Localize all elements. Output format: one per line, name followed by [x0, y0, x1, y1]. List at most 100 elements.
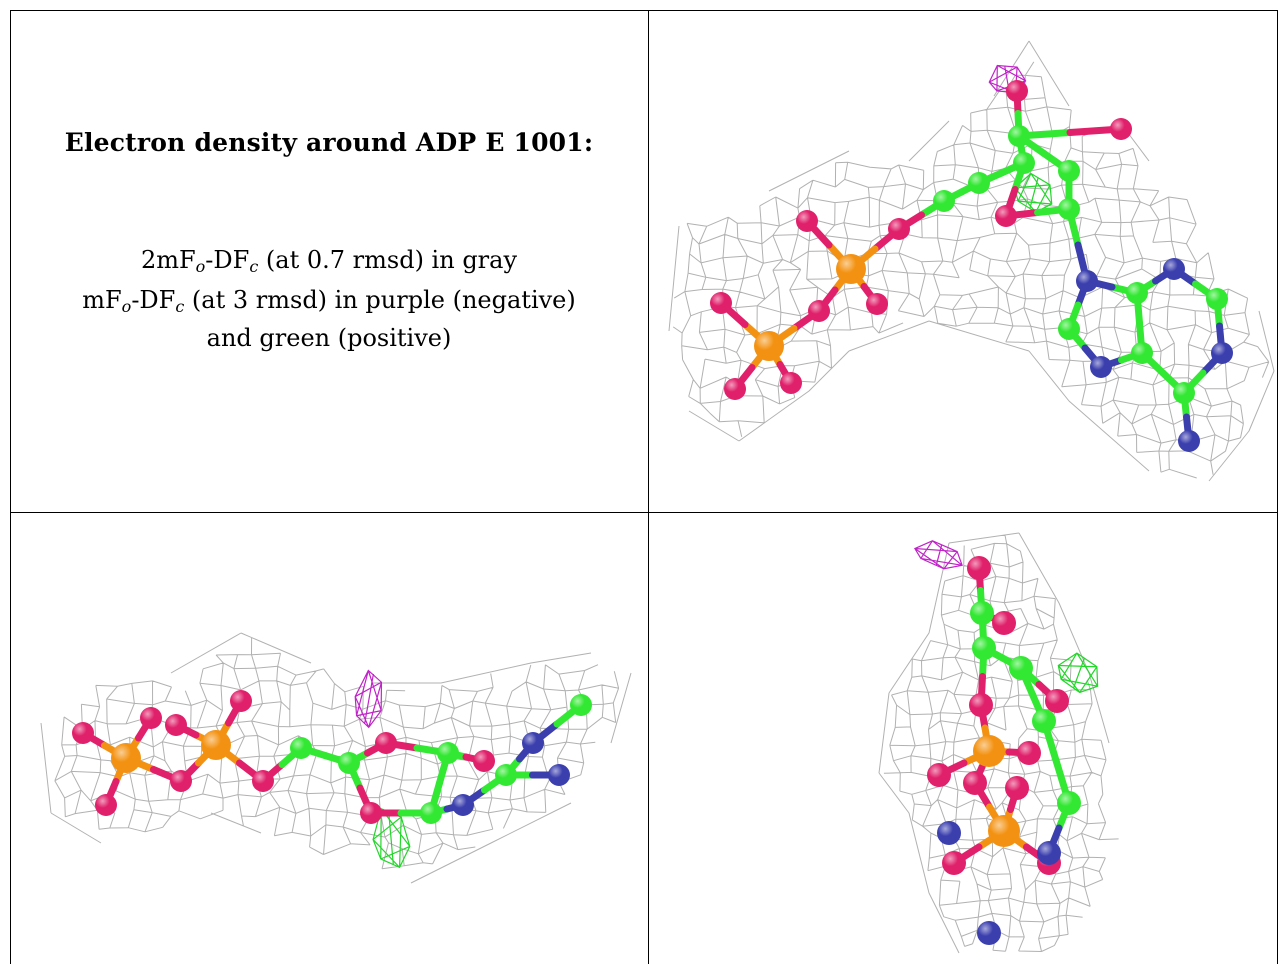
line1-suffix: (at 0.7 rmsd) in gray	[258, 246, 518, 274]
line2-sub-o: o	[121, 297, 132, 316]
negative-density-cage-lines	[354, 669, 383, 729]
oxygen-atom	[230, 690, 252, 712]
negative-density-cage	[913, 540, 963, 570]
nitrogen-atom	[452, 794, 474, 816]
oxygen-atom	[995, 205, 1017, 227]
carbon-atom	[1206, 288, 1228, 310]
oxygen-atom	[969, 693, 993, 717]
nitrogen-atom	[1163, 258, 1185, 280]
nitrogen-atom	[937, 821, 961, 845]
carbon-atom	[1009, 656, 1033, 680]
molecule-view-3-svg	[878, 532, 1119, 954]
view-bottom-right	[649, 513, 1277, 964]
oxygen-atom	[888, 218, 910, 240]
oxygen-atom	[992, 611, 1016, 635]
line1-sub-o: o	[195, 257, 206, 276]
carbon-atom	[437, 742, 459, 764]
nitrogen-atom	[1090, 356, 1112, 378]
carbon-atom	[1173, 382, 1195, 404]
left-border	[10, 10, 11, 964]
positive-density-cage	[372, 807, 411, 869]
phosphorus-atom	[754, 331, 784, 361]
oxygen-atom	[1006, 80, 1028, 102]
oxygen-atom	[942, 851, 966, 875]
caption-line-mfo: mFo-DFc (at 3 rmsd) in purple (negative)	[10, 286, 648, 316]
phosphorus-atom	[111, 743, 141, 773]
oxygen-atom	[808, 300, 830, 322]
carbon-atom	[1057, 791, 1081, 815]
negative-density-cage	[354, 669, 383, 729]
oxygen-atom	[375, 732, 397, 754]
line1-sub-c: c	[249, 257, 259, 276]
atoms	[927, 556, 1081, 945]
top-border	[10, 10, 1278, 11]
positive-density-cage	[1057, 652, 1099, 694]
carbon-atom	[1058, 318, 1080, 340]
caption-cell: Electron density around ADP E 1001: 2mFo…	[10, 10, 648, 511]
carbon-atom	[968, 172, 990, 194]
figure-frame: Electron density around ADP E 1001: 2mFo…	[10, 10, 1278, 964]
phosphorus-atom	[836, 254, 866, 284]
carbon-atom	[290, 737, 312, 759]
oxygen-atom	[72, 722, 94, 744]
oxygen-atom	[1005, 776, 1029, 800]
phosphorus-atom	[973, 735, 1005, 767]
oxygen-atom	[967, 556, 991, 580]
oxygen-atom	[866, 293, 888, 315]
nitrogen-atom	[548, 764, 570, 786]
caption-title: Electron density around ADP E 1001:	[64, 128, 594, 157]
line2-prefix: mF	[82, 286, 122, 314]
carbon-atom	[1032, 709, 1056, 733]
oxygen-atom	[927, 763, 951, 787]
nitrogen-atom	[522, 732, 544, 754]
oxygen-atom	[780, 372, 802, 394]
negative-density-cage-lines	[913, 540, 963, 570]
molecule-view-1-svg	[668, 40, 1275, 482]
carbon-atom	[1013, 152, 1035, 174]
positive-density-cage-lines	[1014, 172, 1053, 213]
carbon-atom	[495, 764, 517, 786]
molecule-view-2-svg	[40, 632, 632, 884]
oxygen-atom	[1110, 118, 1132, 140]
caption-line-green: and green (positive)	[206, 324, 452, 352]
phosphorus-atom	[201, 730, 231, 760]
oxygen-atom	[710, 292, 732, 314]
oxygen-atom	[165, 714, 187, 736]
nitrogen-atom	[1076, 270, 1098, 292]
oxygen-atom	[1017, 741, 1041, 765]
nitrogen-atom	[1037, 841, 1061, 865]
center-divider	[648, 10, 649, 964]
carbon-atom	[570, 694, 592, 716]
carbon-atom	[1058, 198, 1080, 220]
line2-suffix: (at 3 rmsd) in purple (negative)	[184, 286, 576, 314]
line2-mid: -DF	[131, 286, 176, 314]
positive-density-cage	[1014, 172, 1053, 213]
nitrogen-atom	[1211, 342, 1233, 364]
line1-mid: -DF	[205, 246, 250, 274]
carbon-atom	[1131, 342, 1153, 364]
carbon-atom	[972, 636, 996, 660]
nitrogen-atom	[977, 921, 1001, 945]
oxygen-atom	[95, 794, 117, 816]
phosphorus-atom	[988, 815, 1020, 847]
line1-prefix: 2mF	[140, 246, 196, 274]
carbon-atom	[1058, 160, 1080, 182]
oxygen-atom	[360, 802, 382, 824]
oxygen-atom	[963, 771, 987, 795]
view-top-right	[649, 11, 1277, 512]
oxygen-atom	[473, 750, 495, 772]
atoms	[710, 80, 1233, 452]
carbon-atom	[1126, 282, 1148, 304]
oxygen-atom	[140, 707, 162, 729]
positive-density-cage-lines	[1057, 652, 1099, 694]
oxygen-atom	[252, 770, 274, 792]
carbon-atom	[420, 802, 442, 824]
oxygen-atom	[1045, 689, 1069, 713]
positive-density-cage-lines	[372, 807, 411, 869]
carbon-atom	[970, 601, 994, 625]
middle-border	[10, 512, 1278, 513]
view-bottom-left	[11, 513, 648, 964]
oxygen-atom	[724, 378, 746, 400]
carbon-atom	[338, 752, 360, 774]
carbon-atom	[1008, 125, 1030, 147]
